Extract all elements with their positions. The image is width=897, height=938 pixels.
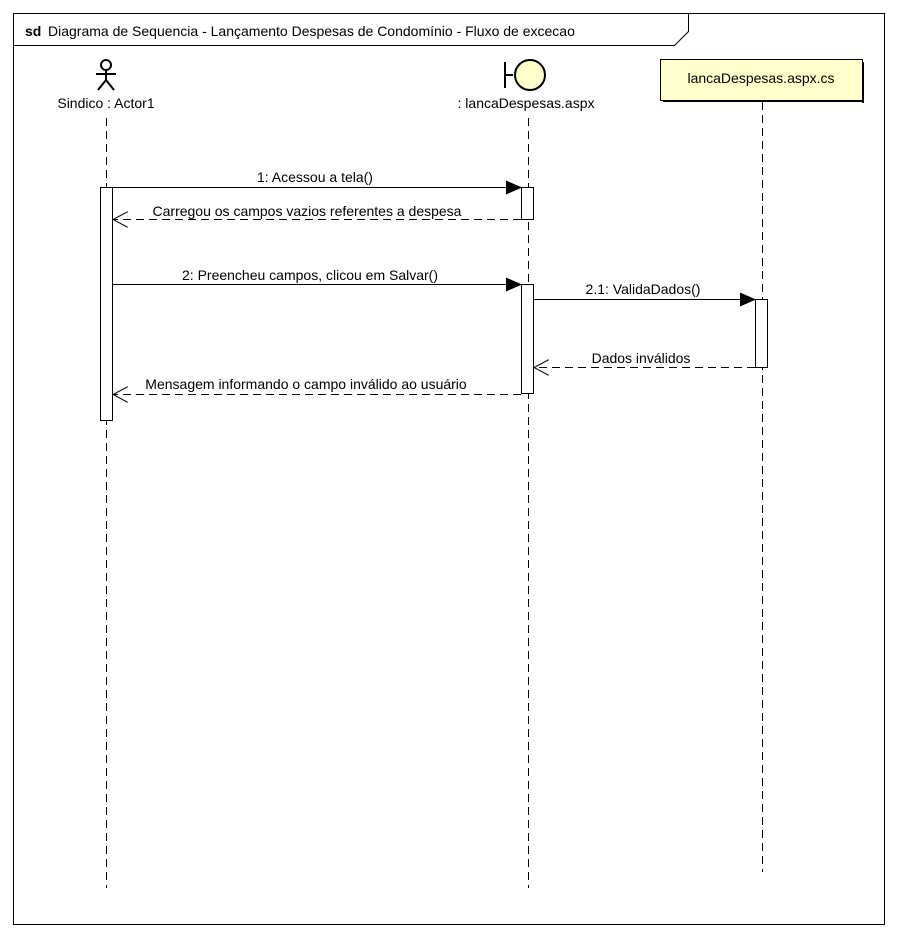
class-box-shadow-bottom: [663, 100, 864, 102]
sd-frame: [13, 13, 885, 925]
class-box-shadow: [862, 62, 864, 103]
boundary-label: : lancaDespesas.aspx: [458, 95, 595, 111]
return-label-1: Carregou os campos vazios referentes a d…: [153, 203, 462, 219]
return-label-2-1: Dados inválidos: [592, 350, 691, 366]
actor-label: Sindico : Actor1: [57, 95, 154, 111]
stick-figure-icon[interactable]: [96, 59, 116, 91]
return-label-2: Mensagem informando o campo inválido ao …: [145, 376, 467, 392]
class-activation: [755, 299, 768, 368]
sd-frame-title-tab: [13, 13, 689, 46]
boundary-activation-1: [521, 187, 534, 220]
message-label-2: 2: Preencheu campos, clicou em Salvar(): [182, 267, 438, 283]
boundary-icon[interactable]: [504, 59, 546, 91]
actor-activation: [100, 187, 113, 421]
message-label-1: 1: Acessou a tela(): [257, 169, 373, 185]
message-label-2-1: 2.1: ValidaDados(): [586, 281, 701, 297]
frame-keyword: sd: [25, 23, 41, 39]
class-label: lancaDespesas.aspx.cs: [687, 70, 834, 86]
boundary-activation-2: [521, 284, 534, 394]
frame-title: Diagrama de Sequencia - Lançamento Despe…: [48, 23, 575, 39]
